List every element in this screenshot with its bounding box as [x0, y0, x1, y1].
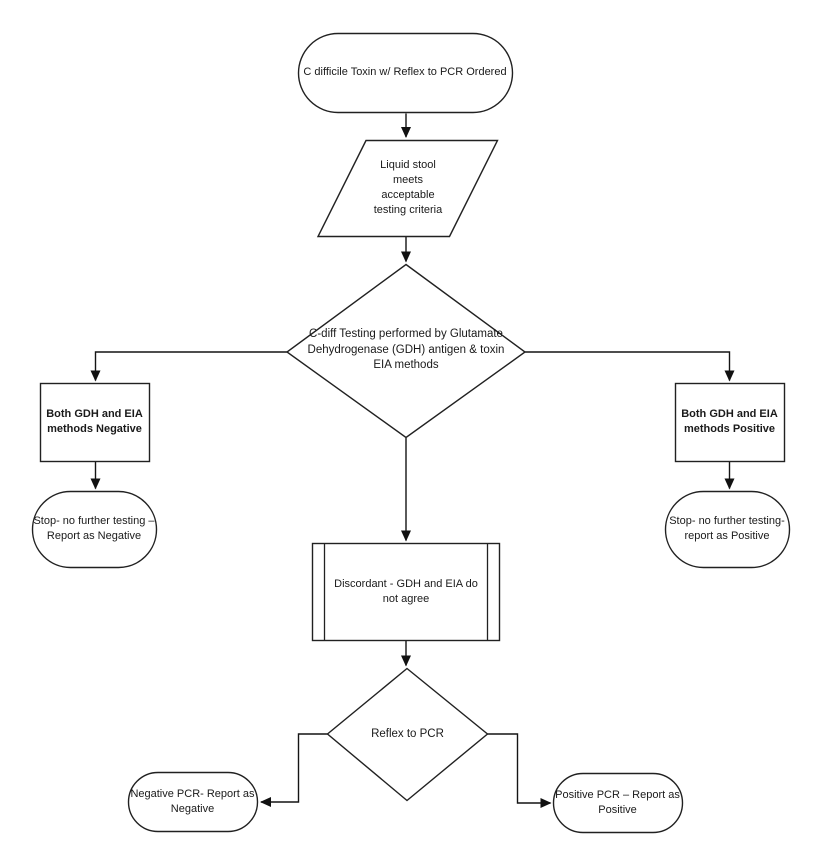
reflex-pcr-decision-diamond-shape — [326, 667, 489, 802]
stop-positive-terminator-shape — [664, 490, 791, 569]
connector-reflex-pcr-to-positive-pcr — [487, 733, 552, 808]
stop-negative-terminator-shape — [31, 490, 158, 569]
both-negative-process-shape — [39, 382, 151, 463]
negative-pcr-terminator-shape — [127, 771, 259, 833]
discordant-predefined-process-shape — [311, 542, 501, 642]
connector-decision-to-both-positive — [525, 351, 735, 382]
gdh-eia-decision-diamond-shape — [285, 263, 527, 439]
positive-pcr-terminator-shape — [552, 772, 684, 834]
connector-decision-to-both-negative — [90, 351, 287, 382]
criteria-parallelogram-shape — [316, 139, 499, 238]
start-terminator-shape — [297, 32, 514, 114]
connector-reflex-pcr-to-negative-pcr — [260, 733, 328, 807]
both-positive-process-shape — [674, 382, 786, 463]
